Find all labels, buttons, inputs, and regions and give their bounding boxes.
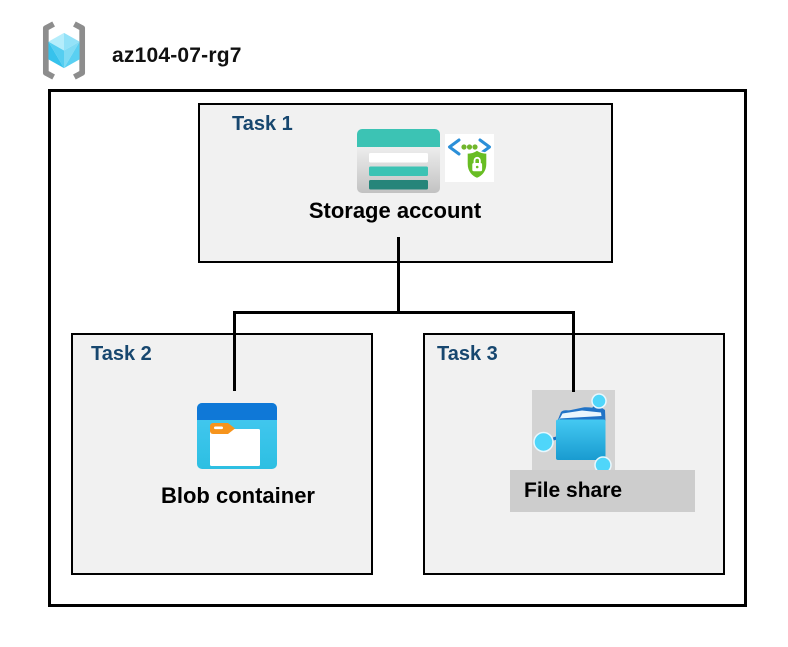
task1-box: Task 1 Storage account [198,103,613,263]
storage-account-label: Storage account [308,198,482,223]
resource-group-icon [42,21,86,80]
resource-group-title: az104-07-rg7 [112,44,242,67]
connector-storage-stem [397,237,400,313]
task1-label: Task 1 [232,113,293,135]
storage-account-icon [357,129,440,193]
connector-horizontal [233,311,575,314]
task2-label: Task 2 [91,343,152,365]
file-share-icon [533,393,612,470]
task2-box: Task 2 Blob container [71,333,373,575]
sas-security-icon [445,134,494,182]
connector-to-blob-container [233,311,236,391]
file-share-icon-background [532,390,615,470]
file-share-label: File share [524,479,623,502]
task3-label: Task 3 [437,343,498,365]
connector-to-file-share [572,311,575,392]
blob-container-icon [197,403,277,469]
blob-container-label: Blob container [160,483,315,508]
file-share-label-highlight: File share [510,470,695,512]
